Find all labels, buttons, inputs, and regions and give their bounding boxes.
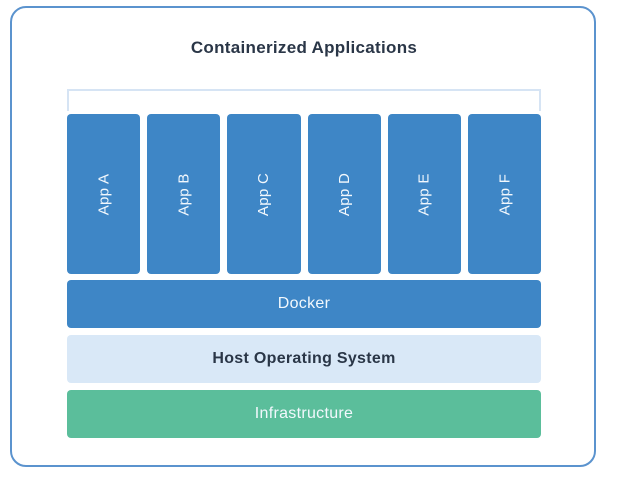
docker-layer-bar: Docker	[67, 280, 541, 328]
diagram-title: Containerized Applications	[190, 38, 418, 57]
app-box-b: App B	[147, 114, 221, 274]
app-label-b: App B	[175, 172, 193, 216]
infrastructure-layer-bar: Infrastructure	[67, 390, 541, 438]
app-label-e: App E	[415, 172, 433, 216]
app-label-f: App F	[495, 173, 513, 215]
app-box-c: App C	[227, 114, 301, 274]
app-box-f: App F	[467, 114, 542, 274]
app-label-a: App A	[95, 173, 113, 215]
infrastructure-layer-label: Infrastructure	[254, 405, 354, 422]
docker-layer-label: Docker	[277, 295, 331, 312]
diagram-frame: Containerized Applications App A App B A…	[10, 6, 596, 467]
host-os-layer-label: Host Operating System	[212, 350, 396, 367]
containers-group-outline	[67, 89, 541, 111]
app-label-d: App D	[335, 172, 353, 216]
app-box-e: App E	[387, 114, 461, 274]
app-box-a: App A	[67, 114, 141, 274]
app-box-d: App D	[307, 114, 381, 274]
host-os-layer-bar: Host Operating System	[67, 335, 541, 383]
app-label-c: App C	[255, 172, 273, 216]
apps-row: App A App B App C App D App E App F	[67, 114, 542, 274]
